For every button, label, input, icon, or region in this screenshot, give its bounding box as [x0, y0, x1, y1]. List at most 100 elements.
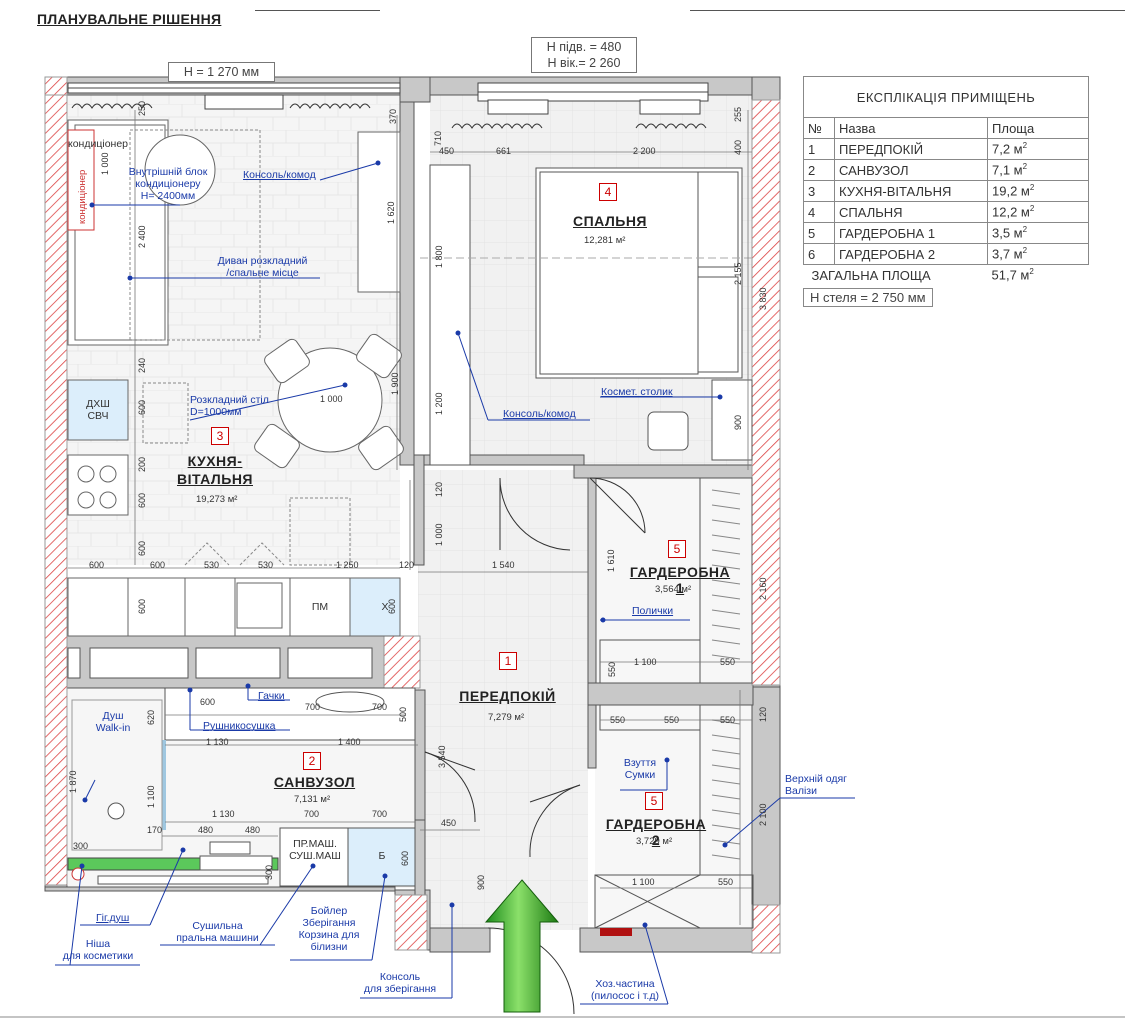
area-value: 3,7 м: [992, 246, 1023, 262]
sill-height: Н підв. = 480: [546, 40, 622, 54]
dim-label: 120: [399, 560, 415, 570]
dim-label: 600: [400, 850, 410, 866]
fridge-label: Х: [381, 601, 389, 613]
microwave-label: ДХШ СВЧ: [86, 398, 110, 422]
dim-label: 500: [398, 706, 408, 722]
room-name-bath: САНВУЗОЛ: [273, 774, 356, 790]
row-name: СПАЛЬНЯ: [834, 201, 988, 223]
console-label-bedroom: Консоль/комод: [503, 408, 576, 420]
dim-label: 550: [720, 657, 736, 667]
dim-label: 240: [137, 357, 147, 373]
ward2-floor: [595, 705, 753, 930]
dim-label: 1 130: [212, 809, 235, 819]
room-name-hall: ПЕРЕДПОКІЙ: [459, 688, 556, 704]
dim-label: 710: [433, 130, 443, 146]
dim-label: 1 100: [634, 657, 657, 667]
outerwear-label: Верхній одяг Валізи: [785, 773, 847, 797]
row-name: ПЕРЕДПОКІЙ: [834, 138, 988, 160]
room-name-kitchen-line2: ВІТАЛЬНЯ: [176, 471, 253, 487]
hyg-shower-label: Гіг.душ: [96, 912, 130, 924]
dim-label: 550: [718, 877, 734, 887]
upper-cabinets: [67, 647, 373, 679]
area-sup: 2: [1029, 204, 1035, 214]
col-area: Площа: [987, 117, 1089, 139]
shelves-label: Полички: [632, 605, 674, 617]
area-value: 12,2 м: [992, 204, 1030, 220]
dim-label: 300: [264, 864, 274, 880]
bathroom-furniture: [67, 687, 416, 887]
area-value: 19,2 м: [992, 183, 1030, 199]
row-area: 3,7 м2: [987, 243, 1089, 265]
leader-lines: [55, 162, 855, 1005]
dim-label: 600: [137, 598, 147, 614]
dim-label: 2 400: [137, 225, 147, 248]
total-area-value: 51,7 м: [991, 267, 1030, 283]
dim-label: 1 800: [434, 245, 444, 268]
washer-label: ПР.МАШ. СУШ.МАШ: [289, 838, 341, 862]
boiler-notes-label: Бойлер Зберігання Корзина для білизни: [298, 905, 360, 953]
dim-label: 1 870: [68, 770, 78, 793]
dim-label: 700: [304, 809, 320, 819]
vanity-label: Космет. столик: [601, 386, 673, 398]
dim-label: 250: [137, 100, 147, 116]
kitchen-cabinet-doors: [129, 129, 351, 566]
window-sill-note: Н підв. = 480 Н вік.= 2 260: [531, 37, 637, 73]
area-value: 7,1 м: [992, 162, 1023, 178]
dim-label: 1 000: [434, 523, 444, 546]
table-label: Розкладний стіл D=1000мм: [190, 394, 269, 418]
dim-label: 1 200: [434, 392, 444, 415]
dim-label: 1 610: [606, 549, 616, 572]
room-area-kitchen: 19,273 м²: [196, 494, 238, 505]
row-name: КУХНЯ-ВІТАЛЬНЯ: [834, 180, 988, 202]
room-name-bedroom: СПАЛЬНЯ: [572, 213, 647, 229]
dim-label: 1 900: [390, 372, 400, 395]
dim-label: 900: [476, 874, 486, 890]
room-name-ward1: ГАРДЕРОБНА 1: [629, 564, 731, 596]
room-name-kitchen: КУХНЯ- ВІТАЛЬНЯ: [175, 452, 255, 488]
area-sup: 2: [1022, 141, 1028, 151]
row-name: ГАРДЕРОБНА 2: [834, 243, 988, 265]
dim-label: 1 620: [386, 201, 396, 224]
kitchen-furniture: [67, 119, 404, 637]
dim-label: 400: [733, 139, 743, 155]
leader-dots: [79, 160, 728, 928]
dim-label: 700: [305, 702, 321, 712]
dim-label: 255: [733, 106, 743, 122]
room-number-kitchen: 3: [211, 427, 229, 445]
room-number-bedroom: 4: [599, 183, 617, 201]
room-area-bath: 7,131 м²: [294, 794, 331, 805]
hall-floor: [418, 470, 588, 930]
row-no: 4: [803, 201, 835, 223]
towel-label: Рушникосушка: [203, 720, 276, 732]
dim-label: 2 100: [758, 803, 768, 826]
total-area-sup: 2: [1029, 267, 1034, 277]
dim-label: 1 250: [336, 560, 359, 570]
dim-label: 530: [258, 560, 274, 570]
row-no: 3: [803, 180, 835, 202]
dim-label: 600: [137, 540, 147, 556]
room-area-ward1: 3,564 м²: [655, 584, 692, 595]
ward1-floor: [595, 478, 753, 683]
dim-label: 450: [441, 818, 457, 828]
total-label: ЗАГАЛЬНА ПЛОЩА: [811, 267, 931, 283]
total-row: ЗАГАЛЬНА ПЛОЩА 51,7 м2: [804, 265, 1089, 286]
dim-label: 1 100: [146, 785, 156, 808]
total-area: 51,7 м2: [988, 265, 1089, 286]
dim-label: 900: [733, 414, 743, 430]
dim-label: 600: [387, 598, 397, 614]
room-area-bedroom: 12,281 м²: [584, 235, 626, 246]
ac-label: Внутрішній блок кондиціонеру Н= 2400мм: [128, 166, 208, 202]
utility-mark: [600, 928, 632, 936]
dim-label: 600: [89, 560, 105, 570]
room-area-ward2: 3,729 м²: [636, 836, 673, 847]
dim-label: 550: [610, 715, 626, 725]
radiators: [204, 94, 701, 115]
dim-label: 370: [388, 108, 398, 124]
dim-label: 530: [204, 560, 220, 570]
row-no: 5: [803, 222, 835, 244]
dim-label: 480: [198, 825, 214, 835]
dim-label: 600: [200, 697, 216, 707]
